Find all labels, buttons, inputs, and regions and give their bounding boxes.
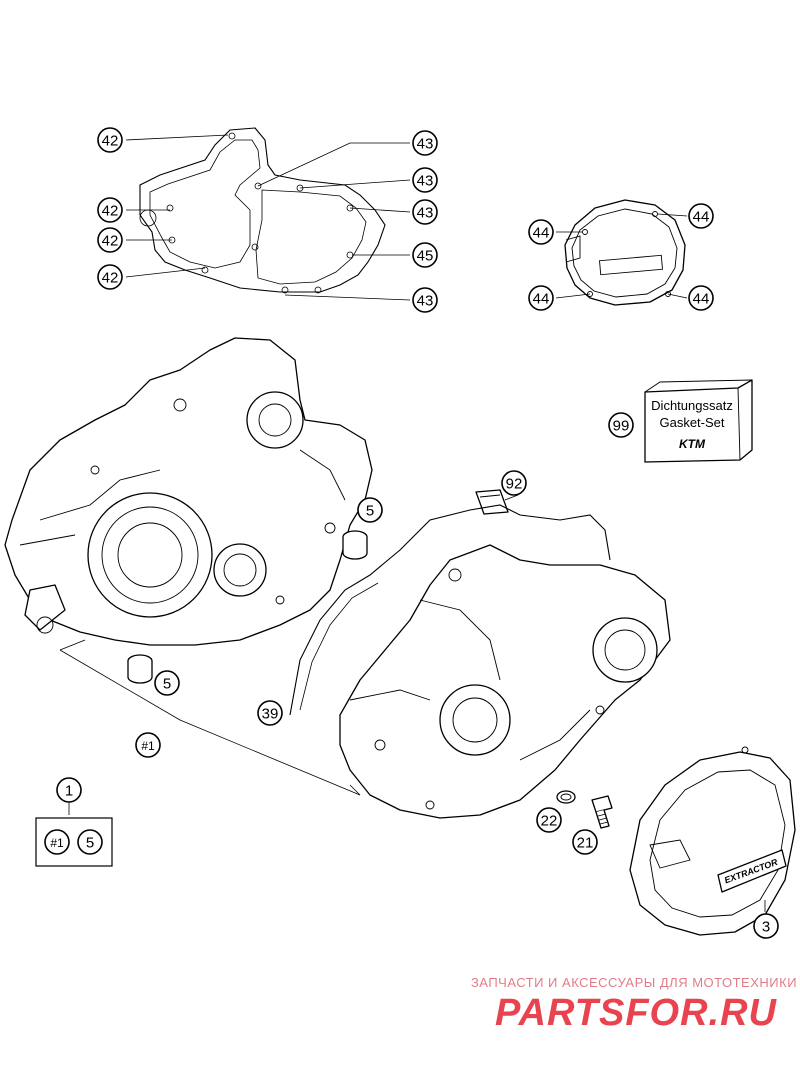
svg-text:92: 92 — [506, 476, 523, 493]
svg-text:43: 43 — [417, 293, 434, 310]
svg-text:99: 99 — [613, 418, 630, 435]
callout-42-b: 42 — [97, 197, 123, 223]
drain-plug-21 — [591, 795, 613, 829]
svg-text:22: 22 — [541, 813, 558, 830]
callout-43-d: 43 — [412, 287, 438, 313]
callout-3: 3 — [753, 913, 779, 939]
bushing-upper — [342, 530, 368, 560]
svg-text:43: 43 — [417, 136, 434, 153]
callout-42-d: 42 — [97, 264, 123, 290]
svg-text:39: 39 — [262, 706, 279, 723]
callout-42-a: 42 — [97, 127, 123, 153]
gasket-box-line2: Gasket-Set — [659, 415, 724, 430]
callout-99: 99 — [608, 412, 634, 438]
watermark: ЗАПЧАСТИ И АКСЕССУАРЫ ДЛЯ МОТОТЕХНИКИ PA… — [471, 975, 797, 1034]
svg-text:42: 42 — [102, 203, 119, 220]
svg-text:3: 3 — [762, 919, 770, 936]
case-gasket — [139, 127, 386, 294]
watermark-brand: PARTSFOR.RU — [495, 992, 777, 1034]
small-gasket-92 — [475, 489, 509, 515]
callout-kit-set-1: #1 — [44, 829, 70, 855]
callout-set-1: #1 — [135, 732, 161, 758]
svg-text:5: 5 — [86, 835, 94, 852]
leader-lines — [59, 134, 766, 912]
ignition-cover: EXTRACTOR — [629, 746, 796, 936]
svg-text:1: 1 — [65, 783, 73, 800]
svg-text:#1: #1 — [141, 739, 155, 753]
callout-39: 39 — [257, 700, 283, 726]
gasket-box-line1: Dichtungssatz — [651, 398, 733, 413]
callout-43-b: 43 — [412, 167, 438, 193]
gasket-box-logo: KTM — [679, 437, 706, 451]
right-crankcase — [289, 504, 671, 819]
svg-text:45: 45 — [417, 248, 434, 265]
callout-21: 21 — [572, 829, 598, 855]
svg-text:21: 21 — [577, 835, 594, 852]
svg-text:44: 44 — [533, 225, 550, 242]
callout-5-lower: 5 — [154, 670, 180, 696]
svg-text:43: 43 — [417, 205, 434, 222]
callout-45: 45 — [412, 242, 438, 268]
callout-kit-5: 5 — [77, 829, 103, 855]
callout-43-a: 43 — [412, 130, 438, 156]
callout-92: 92 — [501, 470, 527, 496]
callout-43-c: 43 — [412, 199, 438, 225]
svg-text:42: 42 — [102, 270, 119, 287]
gasket-set-box: Dichtungssatz Gasket-Set KTM — [644, 379, 753, 463]
svg-text:5: 5 — [366, 503, 374, 520]
callout-44-b: 44 — [688, 203, 714, 229]
callout-42-c: 42 — [97, 227, 123, 253]
callout-5-upper: 5 — [357, 497, 383, 523]
svg-text:43: 43 — [417, 173, 434, 190]
svg-text:42: 42 — [102, 233, 119, 250]
callout-44-c: 44 — [528, 285, 554, 311]
svg-text:44: 44 — [693, 209, 710, 226]
ignition-cover-gasket — [564, 199, 686, 306]
callout-44-a: 44 — [528, 219, 554, 245]
watermark-subtitle: ЗАПЧАСТИ И АКСЕССУАРЫ ДЛЯ МОТОТЕХНИКИ — [471, 975, 797, 990]
bushing-lower — [127, 654, 153, 684]
callout-22: 22 — [536, 807, 562, 833]
svg-text:#1: #1 — [50, 836, 64, 850]
svg-text:44: 44 — [693, 291, 710, 308]
svg-text:44: 44 — [533, 291, 550, 308]
callout-1: 1 — [56, 777, 82, 803]
washer-22 — [556, 790, 576, 804]
callout-44-d: 44 — [688, 285, 714, 311]
left-crankcase — [4, 337, 373, 646]
svg-text:5: 5 — [163, 676, 171, 693]
svg-text:42: 42 — [102, 133, 119, 150]
